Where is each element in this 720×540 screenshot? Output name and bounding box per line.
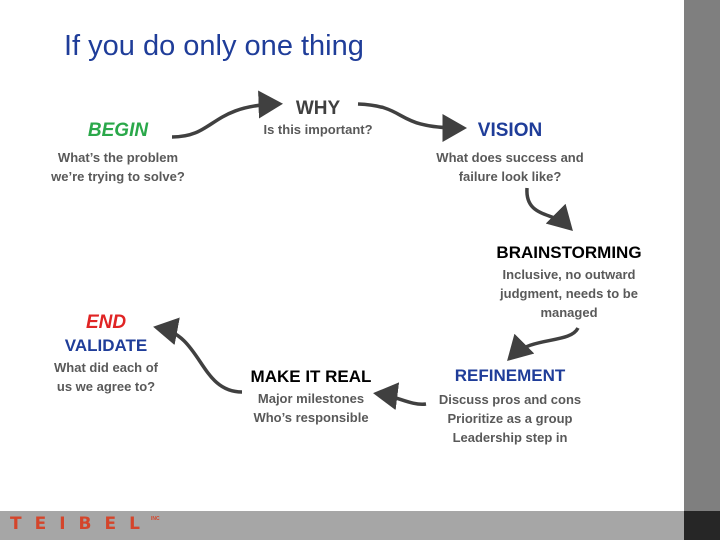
brainstorming-heading: BRAINSTORMING bbox=[496, 243, 642, 262]
make-it-real-line-1: Major milestones bbox=[257, 391, 365, 406]
refinement-line-3: Leadership step in bbox=[452, 430, 568, 445]
why-heading: WHY bbox=[295, 98, 341, 119]
refinement-heading: REFINEMENT bbox=[454, 366, 566, 385]
node-why: WHY Is this important? bbox=[250, 98, 386, 139]
node-end: END VALIDATE What did each of us we agre… bbox=[40, 312, 172, 396]
end-subheading: VALIDATE bbox=[64, 336, 148, 355]
begin-line-1: What’s the problem bbox=[57, 150, 179, 165]
end-heading: END bbox=[85, 312, 127, 333]
node-brainstorming: BRAINSTORMING Inclusive, no outward judg… bbox=[486, 243, 652, 322]
node-make-it-real: MAKE IT REAL Major milestones Who’s resp… bbox=[236, 367, 386, 427]
begin-line-2: we’re trying to solve? bbox=[51, 169, 185, 184]
footer-bar bbox=[0, 511, 684, 540]
vision-line-2: failure look like? bbox=[458, 169, 562, 184]
right-side-bar bbox=[684, 0, 720, 540]
node-begin: BEGIN What’s the problem we’re trying to… bbox=[40, 120, 196, 186]
arrow-makeitreal-to-end bbox=[153, 317, 243, 394]
node-refinement: REFINEMENT Discuss pros and cons Priorit… bbox=[428, 366, 592, 447]
arrow-refinement-to-makeitreal bbox=[373, 382, 427, 411]
end-line-2: us we agree to? bbox=[56, 379, 156, 394]
make-it-real-line-2: Who’s responsible bbox=[253, 410, 369, 425]
brainstorming-line-2: judgment, needs to be bbox=[500, 286, 638, 301]
arrow-why-to-vision bbox=[357, 102, 467, 142]
teibel-logo-mark: INC bbox=[151, 516, 160, 522]
footer-corner-block bbox=[684, 511, 720, 540]
slide-title: If you do only one thing bbox=[64, 30, 364, 62]
arrow-begin-to-why bbox=[171, 90, 283, 139]
vision-line-1: What does success and bbox=[436, 150, 584, 165]
teibel-logo: TEIBEL bbox=[10, 514, 153, 534]
arrow-vision-to-brainstorming bbox=[525, 187, 573, 231]
brainstorming-line-3: managed bbox=[540, 305, 598, 320]
arrow-brainstorming-to-refinement bbox=[507, 326, 580, 361]
refinement-line-2: Prioritize as a group bbox=[447, 411, 573, 426]
node-vision: VISION What does success and failure loo… bbox=[422, 120, 598, 186]
vision-heading: VISION bbox=[477, 120, 543, 141]
make-it-real-heading: MAKE IT REAL bbox=[250, 367, 372, 386]
refinement-line-1: Discuss pros and cons bbox=[438, 392, 582, 407]
end-line-1: What did each of bbox=[54, 360, 158, 375]
begin-heading: BEGIN bbox=[87, 120, 149, 141]
brainstorming-line-1: Inclusive, no outward bbox=[502, 267, 636, 282]
why-line-1: Is this important? bbox=[263, 122, 373, 137]
